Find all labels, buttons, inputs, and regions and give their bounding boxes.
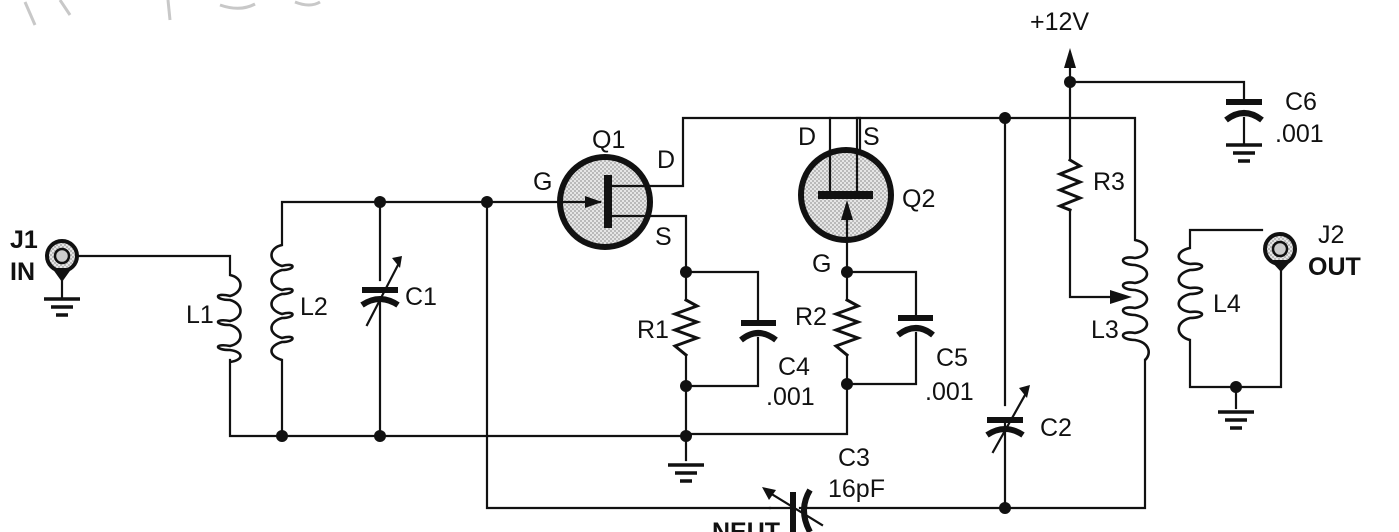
c4-ref: C4 xyxy=(778,353,810,381)
ground-icon xyxy=(1218,410,1254,430)
q1-source-label: S xyxy=(655,223,672,251)
capacitor-c5: C5 .001 xyxy=(896,315,974,406)
q1-gate-label: G xyxy=(533,168,552,196)
resistor-r2: R2 xyxy=(795,297,863,358)
resistor-r1: R1 xyxy=(637,297,702,358)
j1-ref: J1 xyxy=(10,226,38,254)
inductor-l3: L3 xyxy=(1091,238,1150,361)
inductor-l4: L4 xyxy=(1177,246,1241,342)
inductor-l1: L1 xyxy=(186,273,242,364)
tap-arrow-icon xyxy=(1110,290,1132,304)
l2-ref: L2 xyxy=(300,293,328,321)
transistor-q1: Q1 G D S xyxy=(533,126,675,251)
c5-value: .001 xyxy=(925,378,974,406)
supply-12v: +12V xyxy=(1030,8,1089,68)
r3-ref: R3 xyxy=(1093,168,1125,196)
ground-icon xyxy=(44,297,80,317)
c2-ref: C2 xyxy=(1040,414,1072,442)
c6-ref: C6 xyxy=(1285,88,1317,116)
c1-ref: C1 xyxy=(405,283,437,311)
c3-ref: C3 xyxy=(838,444,870,472)
connector-j1: J1 IN xyxy=(10,226,80,317)
capacitor-c4: C4 .001 xyxy=(739,320,815,411)
transistor-q2: D S Q2 G xyxy=(798,116,935,278)
c5-ref: C5 xyxy=(936,344,968,372)
q2-gate-label: G xyxy=(812,250,831,278)
q2-drain-label: D xyxy=(798,123,816,151)
q2-ref: Q2 xyxy=(902,185,935,213)
scan-artifacts xyxy=(23,0,321,26)
l4-ref: L4 xyxy=(1213,290,1241,318)
capacitor-c1-variable: C1 xyxy=(360,256,437,327)
resistor-r3: R3 xyxy=(1055,157,1125,212)
capacitor-c3-variable: C3 16pF NEUT xyxy=(712,444,885,532)
c4-value: .001 xyxy=(766,383,815,411)
wires xyxy=(76,60,1283,510)
q2-source-label: S xyxy=(863,123,880,151)
supply-label: +12V xyxy=(1030,8,1089,36)
j2-label: OUT xyxy=(1308,253,1361,281)
l3-ref: L3 xyxy=(1091,316,1119,344)
q1-ref: Q1 xyxy=(592,126,625,154)
r1-ref: R1 xyxy=(637,316,669,344)
ground-icon xyxy=(668,463,704,483)
j2-ref: J2 xyxy=(1318,221,1344,249)
r2-ref: R2 xyxy=(795,303,827,331)
junction-dots xyxy=(276,76,1242,514)
l1-ref: L1 xyxy=(186,301,214,329)
capacitor-c6: C6 .001 xyxy=(1224,88,1324,163)
capacitor-c2-variable: C2 xyxy=(985,385,1072,454)
c6-value: .001 xyxy=(1275,120,1324,148)
c3-value: 16pF xyxy=(828,475,885,503)
c3-note: NEUT xyxy=(712,518,780,532)
arrow-up-icon xyxy=(1064,48,1076,68)
q1-drain-label: D xyxy=(657,146,675,174)
connector-j2: J2 OUT xyxy=(1218,221,1361,430)
j1-label: IN xyxy=(10,258,35,286)
inductor-l2: L2 xyxy=(270,243,328,362)
